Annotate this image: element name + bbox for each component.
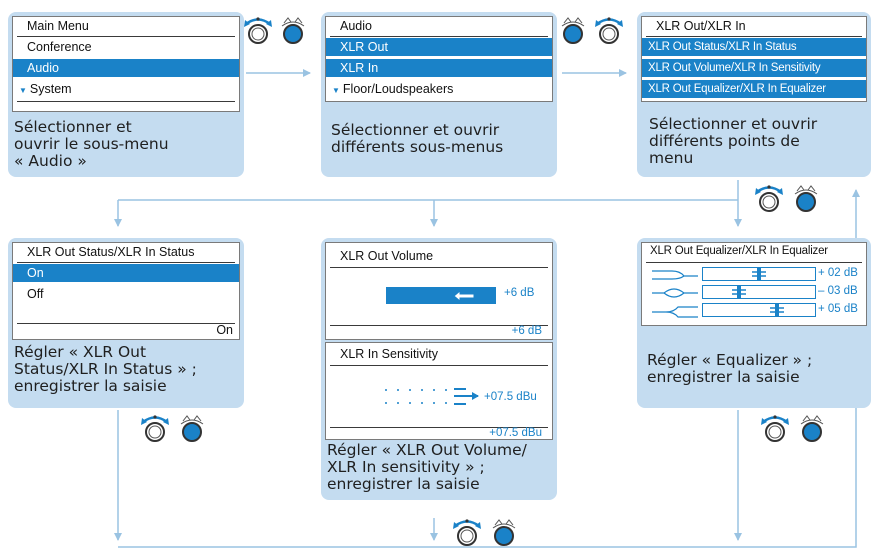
caption: Sélectionner et ouvrir différents sous-m… [331, 121, 504, 156]
divider [646, 36, 862, 37]
press-knob-icon [180, 415, 204, 442]
menu-title: XLR In Sensitivity [340, 347, 438, 361]
menu-item-audio[interactable]: Audio [13, 59, 239, 77]
display-status: XLR Out Status/XLR In Status On Off On [12, 242, 240, 340]
divider [330, 36, 548, 37]
eq-band-high[interactable] [702, 303, 816, 317]
panel-main-menu: Main Menu Conference Audio ▼System Sélec… [8, 12, 244, 177]
rotate-knob-icon [141, 415, 169, 442]
knob-control-icons [141, 415, 204, 442]
menu-item-label: Floor/Loudspeakers [342, 82, 454, 96]
press-knob-icon [561, 17, 585, 44]
bar-value: +07.5 dBu [484, 391, 537, 403]
panel-volume-sensitivity: XLR Out Volume +6 dB +6 dB XLR In Sensit… [321, 238, 557, 500]
caption: Régler « XLR Out Status/XLR In Status » … [14, 343, 197, 395]
option-on[interactable]: On [13, 264, 239, 282]
press-knob-icon [492, 519, 516, 546]
band-marker-icon [732, 286, 746, 298]
knob-control-icons [755, 185, 818, 212]
knob-control-icons [453, 519, 516, 546]
eq-band-mid-value: – 03 dB [818, 285, 858, 297]
menu-item-xlr-in[interactable]: XLR In [326, 59, 552, 77]
option-off[interactable]: Off [27, 287, 44, 301]
caption: Sélectionner et ouvrir le sous-menu « Au… [14, 118, 169, 170]
sensitivity-scale-icon [385, 388, 479, 405]
menu-item-system[interactable]: ▼System [19, 80, 72, 98]
display-xlr-in-sensitivity: XLR In Sensitivity +07.5 dBu +07.5 dBu [325, 342, 553, 440]
volume-bar-fill [387, 288, 495, 303]
rotate-knob-icon [244, 17, 272, 44]
divider [17, 262, 235, 263]
divider [330, 427, 548, 428]
menu-item-xlr-out[interactable]: XLR Out [326, 38, 552, 56]
knob-control-icons [244, 17, 305, 44]
panel-equalizer: XLR Out Equalizer/XLR In Equalizer + 02 … [637, 238, 871, 408]
low-shelf-icon [652, 270, 698, 280]
menu-title: XLR Out/XLR In [656, 19, 746, 33]
menu-title: XLR Out Status/XLR In Status [27, 245, 195, 259]
rotate-knob-icon [761, 415, 789, 442]
press-knob-icon [794, 185, 818, 212]
caption: Régler « Equalizer » ; enregistrer la sa… [647, 351, 813, 386]
knob-control-icons [761, 415, 824, 442]
mid-peak-icon [652, 288, 698, 298]
divider [330, 325, 548, 326]
divider [330, 365, 548, 366]
menu-item-conference[interactable]: Conference [27, 40, 92, 54]
divider [17, 101, 235, 102]
panel-audio: Audio XLR Out XLR In ▼Floor/Loudspeakers… [321, 12, 557, 177]
menu-title: XLR Out Volume [340, 249, 434, 263]
caption: Sélectionner et ouvrir différents points… [649, 115, 818, 167]
divider [330, 267, 548, 268]
high-shelf-icon [652, 306, 698, 318]
rotate-knob-icon [755, 185, 783, 212]
band-marker-icon [752, 268, 766, 280]
display-equalizer: XLR Out Equalizer/XLR In Equalizer + 02 … [641, 242, 867, 326]
menu-title: Audio [340, 19, 372, 33]
divider [646, 262, 862, 263]
bar-value: +6 dB [504, 287, 535, 299]
divider [17, 36, 235, 37]
knob-control-icons [561, 17, 623, 44]
caption: Régler « XLR Out Volume/ XLR In sensitiv… [327, 441, 527, 493]
menu-item-floor-loudspeakers[interactable]: ▼Floor/Loudspeakers [332, 80, 453, 98]
display-main-menu: Main Menu Conference Audio ▼System [12, 16, 240, 112]
rotate-knob-icon [453, 519, 481, 546]
current-value: +07.5 dBu [489, 427, 542, 439]
current-value: On [216, 323, 233, 337]
band-marker-icon [770, 304, 784, 316]
volume-bar[interactable] [386, 287, 496, 304]
menu-item-volume-sensitivity[interactable]: XLR Out Volume/XLR In Sensitivity [642, 59, 866, 77]
eq-band-high-value: + 05 dB [818, 303, 858, 315]
panel-xlr-out-in: XLR Out/XLR In XLR Out Status/XLR In Sta… [637, 12, 871, 177]
scroll-down-icon: ▼ [332, 86, 340, 95]
menu-item-label: System [29, 82, 72, 96]
display-audio: Audio XLR Out XLR In ▼Floor/Loudspeakers [325, 16, 553, 102]
press-knob-icon [281, 17, 305, 44]
menu-item-equalizer[interactable]: XLR Out Equalizer/XLR In Equalizer [642, 80, 866, 98]
display-xlr-out-in: XLR Out/XLR In XLR Out Status/XLR In Sta… [641, 16, 867, 102]
equalizer-curves-icon [652, 270, 698, 318]
menu-title: XLR Out Equalizer/XLR In Equalizer [650, 245, 828, 257]
scroll-down-icon: ▼ [19, 86, 27, 95]
menu-item-status[interactable]: XLR Out Status/XLR In Status [642, 38, 866, 56]
press-knob-icon [800, 415, 824, 442]
eq-band-low-value: + 02 dB [818, 267, 858, 279]
current-value: +6 dB [511, 325, 542, 337]
eq-band-low[interactable] [702, 267, 816, 281]
menu-title: Main Menu [27, 19, 89, 33]
rotate-knob-icon [595, 17, 623, 44]
eq-band-mid[interactable] [702, 285, 816, 299]
level-marker-icon [453, 290, 475, 302]
display-xlr-out-volume: XLR Out Volume +6 dB +6 dB [325, 242, 553, 340]
divider [17, 323, 235, 324]
panel-status: XLR Out Status/XLR In Status On Off On R… [8, 238, 244, 408]
